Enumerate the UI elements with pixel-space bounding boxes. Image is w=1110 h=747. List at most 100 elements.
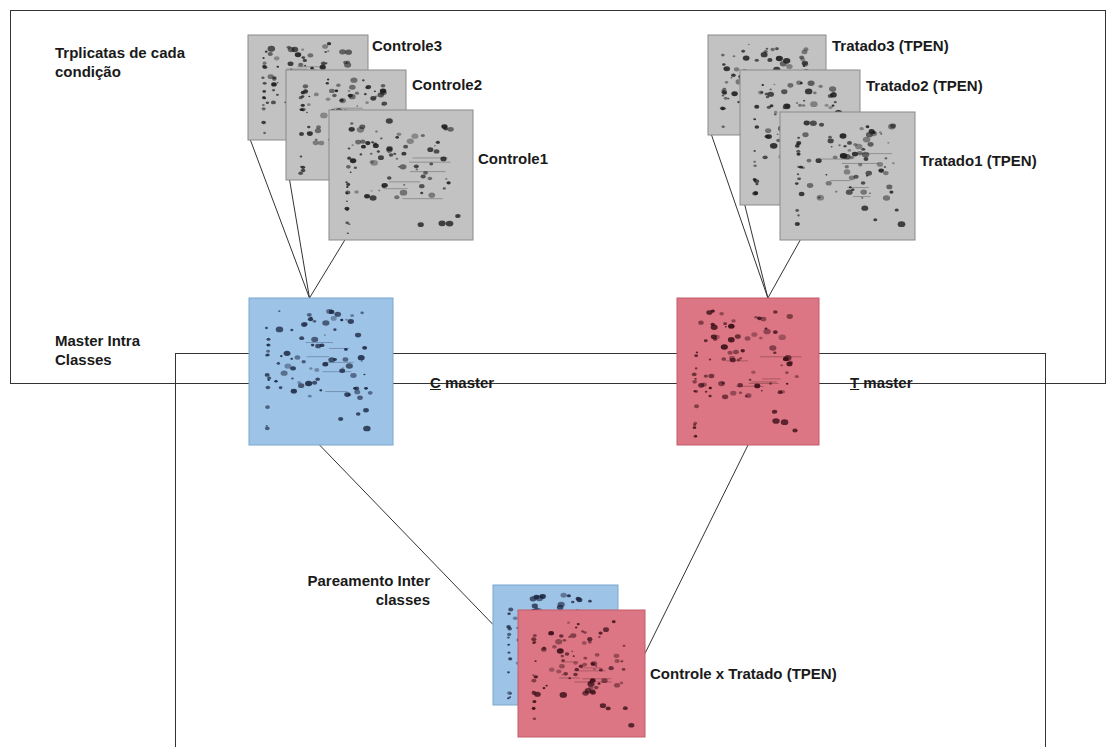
protein-spot <box>307 131 313 136</box>
protein-spot <box>622 668 626 671</box>
protein-spot <box>772 410 777 414</box>
protein-spot <box>331 316 337 321</box>
protein-spot <box>779 334 786 340</box>
protein-spot <box>347 232 349 234</box>
protein-spot <box>727 351 732 355</box>
protein-spot <box>567 621 570 623</box>
protein-spot <box>262 57 264 59</box>
protein-spot <box>709 359 712 361</box>
gel-streak <box>725 360 748 361</box>
protein-spot <box>698 383 704 388</box>
protein-spot <box>389 153 393 156</box>
protein-spot <box>533 717 537 720</box>
protein-spot <box>795 182 799 185</box>
top-region-frame <box>11 11 1106 384</box>
protein-spot <box>299 336 304 340</box>
protein-spot <box>357 127 364 133</box>
protein-spot <box>348 319 354 324</box>
protein-spot <box>803 47 808 51</box>
protein-spot <box>783 58 790 64</box>
protein-spot <box>350 122 353 125</box>
protein-spot <box>350 77 357 82</box>
protein-spot <box>364 387 368 390</box>
protein-spot <box>785 371 789 374</box>
protein-spot <box>849 186 852 188</box>
protein-spot <box>804 121 810 126</box>
protein-spot <box>533 634 537 637</box>
protein-spot <box>380 89 386 94</box>
protein-spot <box>543 687 546 689</box>
protein-spot <box>754 105 759 109</box>
protein-spot <box>840 153 847 159</box>
protein-spot <box>560 655 564 658</box>
protein-spot <box>443 127 448 131</box>
protein-spot <box>772 418 779 424</box>
protein-spot <box>400 164 407 169</box>
protein-spot <box>828 106 832 109</box>
protein-spot <box>786 383 789 385</box>
protein-spot <box>802 61 808 66</box>
protein-spot <box>807 159 812 163</box>
protein-spot <box>344 392 350 397</box>
protein-spot <box>263 132 266 134</box>
protein-spot <box>262 96 266 99</box>
protein-spot <box>340 319 343 321</box>
protein-spot <box>371 141 374 143</box>
protein-spot <box>723 107 726 109</box>
protein-spot <box>858 163 862 166</box>
protein-spot <box>266 338 270 341</box>
protein-spot <box>866 171 872 176</box>
protein-spot <box>745 395 748 397</box>
protein-spot <box>439 221 446 227</box>
protein-spot <box>263 65 268 69</box>
protein-spot <box>614 683 620 688</box>
protein-spot <box>380 138 382 140</box>
protein-spot <box>362 346 367 350</box>
protein-spot <box>873 218 877 221</box>
protein-spot <box>741 349 745 352</box>
protein-spot <box>731 73 736 77</box>
protein-spot <box>573 673 578 676</box>
protein-spot <box>737 383 743 387</box>
protein-spot <box>892 162 894 164</box>
protein-spot <box>429 163 433 166</box>
protein-spot <box>883 195 890 201</box>
protein-spot <box>560 593 566 598</box>
protein-spot <box>709 387 712 389</box>
protein-spot <box>445 178 447 180</box>
protein-spot <box>507 671 510 673</box>
protein-spot <box>295 355 301 359</box>
protein-spot <box>755 125 760 129</box>
protein-spot <box>692 380 697 384</box>
protein-spot <box>571 651 573 653</box>
protein-spot <box>345 319 347 321</box>
protein-spot <box>599 631 603 634</box>
protein-spot <box>575 627 577 629</box>
protein-spot <box>308 395 312 398</box>
protein-spot <box>781 89 787 94</box>
protein-spot <box>847 141 852 145</box>
protein-spot <box>751 332 757 337</box>
protein-spot <box>262 90 266 93</box>
protein-spot <box>895 208 899 211</box>
protein-spot <box>354 387 359 391</box>
protein-spot <box>381 84 386 88</box>
gel-label: Controle3 <box>372 37 442 55</box>
protein-spot <box>587 681 594 687</box>
protein-spot <box>831 146 833 148</box>
protein-spot <box>724 66 731 71</box>
protein-spot <box>320 113 328 119</box>
protein-spot <box>833 155 838 159</box>
protein-spot <box>694 435 698 438</box>
protein-spot <box>265 405 270 409</box>
protein-spot <box>298 383 304 388</box>
protein-spot <box>825 174 827 175</box>
protein-spot <box>266 425 268 427</box>
protein-spot <box>860 127 864 130</box>
protein-spot <box>261 76 264 79</box>
protein-spot <box>598 683 601 685</box>
gel-image <box>518 610 645 737</box>
protein-spot <box>770 48 774 51</box>
protein-spot <box>853 175 858 179</box>
protein-spot <box>694 404 699 408</box>
